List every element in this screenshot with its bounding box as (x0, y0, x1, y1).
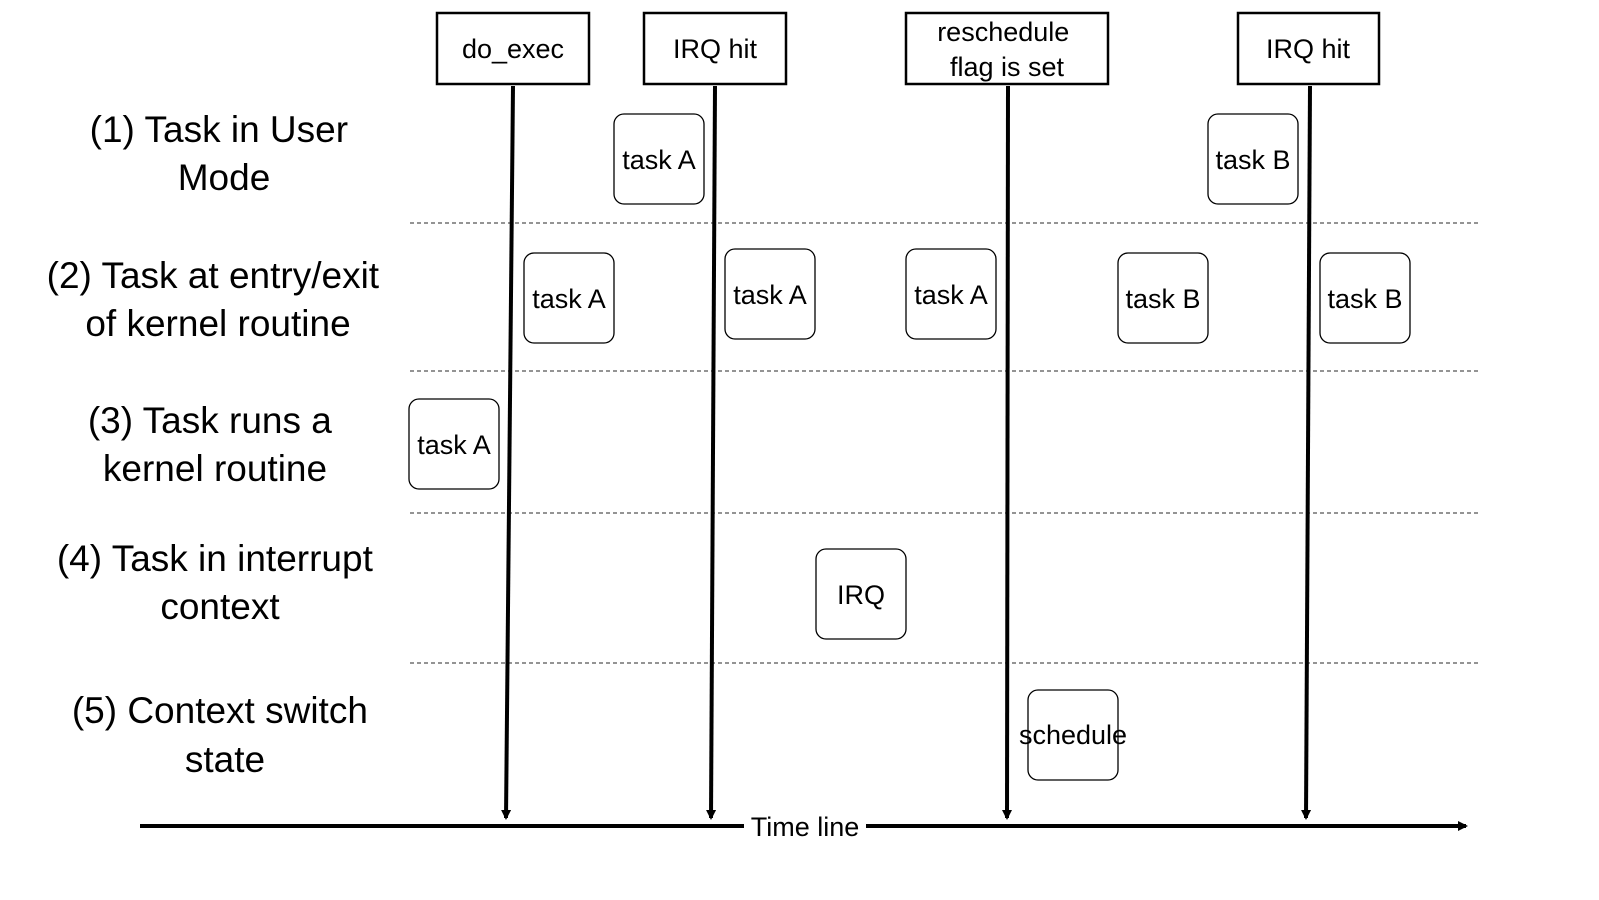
event-arrow-irq-hit (706, 85, 717, 820)
svg-text:schedule: schedule (1019, 720, 1127, 750)
row-label-kernel-routine: (3) Task runs a kernel routine (88, 400, 342, 489)
svg-text:task B: task B (1215, 145, 1290, 175)
task-box: task A (408, 398, 500, 490)
task-box: task A (613, 113, 705, 205)
task-box: task A (523, 252, 615, 344)
event-arrow-irq-hit (1301, 85, 1312, 820)
svg-text:IRQ hit: IRQ hit (1266, 34, 1351, 64)
event-box-do-exec: do_exec (435, 11, 591, 86)
task-box: task B (1117, 252, 1209, 344)
row-label-interrupt: (4) Task in interrupt context (57, 538, 383, 627)
schedule-box: schedule (1019, 689, 1127, 781)
svg-text:task A: task A (532, 284, 606, 314)
task-box: task A (724, 248, 816, 340)
task-box: task A (905, 248, 997, 340)
svg-text:do_exec: do_exec (462, 34, 564, 64)
svg-text:IRQ hit: IRQ hit (673, 34, 758, 64)
svg-text:task A: task A (622, 145, 696, 175)
row-label-user-mode: (1) Task in User Mode (90, 109, 359, 198)
event-arrow-do-exec (501, 85, 515, 820)
svg-text:reschedule flag is set: reschedule flag is set (937, 17, 1077, 82)
svg-text:task A: task A (914, 280, 988, 310)
svg-text:task B: task B (1327, 284, 1402, 314)
task-box: task B (1319, 252, 1411, 344)
row-label-entry-exit: (2) Task at entry/exit of kernel routine (47, 255, 390, 344)
irq-box: IRQ (815, 548, 907, 640)
event-box-reschedule: reschedule flag is set (904, 11, 1110, 86)
event-box-irq-hit: IRQ hit (642, 11, 788, 86)
event-box-irq-hit: IRQ hit (1236, 11, 1381, 86)
svg-text:IRQ: IRQ (837, 580, 885, 610)
svg-text:task A: task A (733, 280, 807, 310)
svg-text:task B: task B (1125, 284, 1200, 314)
timeline-label-bg (744, 808, 866, 844)
svg-text:task A: task A (417, 430, 491, 460)
event-arrow-reschedule (1002, 85, 1013, 820)
row-label-context-switch: (5) Context switch state (72, 690, 378, 780)
task-box: task B (1207, 113, 1299, 205)
timeline-label: Time line (751, 812, 860, 842)
